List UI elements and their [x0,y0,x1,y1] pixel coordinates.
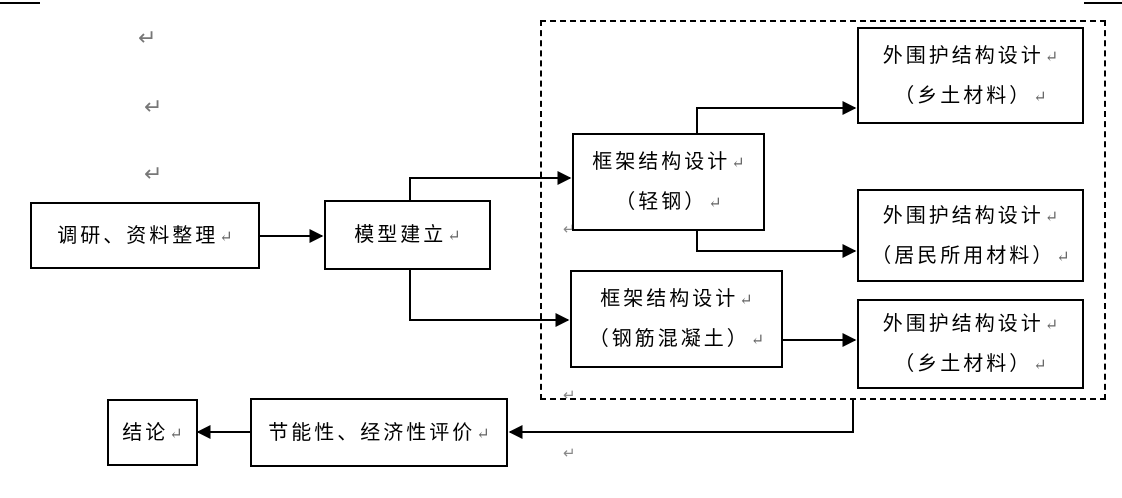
node-frame-rc: 框架结构设计↵ （钢筋混凝土）↵ [570,270,783,368]
node-envelope-mid-line1: 外围护结构设计↵ [882,202,1059,227]
node-evaluation: 节能性、经济性评价↵ [250,398,508,467]
node-conclusion-label: 结论↵ [122,419,183,444]
node-frame-light: 框架结构设计↵ （轻钢）↵ [572,133,765,231]
node-envelope-bot-line1: 外围护结构设计↵ [882,311,1059,335]
node-model-label: 模型建立↵ [354,222,461,246]
node-conclusion: 结论↵ [107,399,198,466]
node-model: 模型建立↵ [324,200,491,270]
edge-model-frame-light [409,171,572,206]
edge-model-frame-rc [409,268,570,327]
design-group-frame [540,20,1106,400]
paragraph-mark-6: ↵ [563,444,576,462]
node-frame-light-line1: 框架结构设计↵ [592,149,745,173]
node-frame-rc-line1: 框架结构设计↵ [600,286,753,310]
node-research: 调研、资料整理↵ [30,202,260,269]
node-envelope-top-line1: 外围护结构设计↵ [882,42,1059,67]
node-frame-rc-line2: （钢筋混凝土）↵ [588,326,765,350]
node-envelope-bot-line2: （乡土材料）↵ [894,351,1047,375]
node-envelope-bot: 外围护结构设计↵ （乡土材料）↵ [857,299,1084,389]
paragraph-mark-5: ↵ [563,386,576,404]
node-evaluation-label: 节能性、经济性评价↵ [268,419,490,444]
top-right-corner-mark [1084,2,1122,4]
edge-frame-light-envelope-mid [696,230,857,258]
node-frame-light-line2: （轻钢）↵ [615,189,722,213]
node-envelope-top-line2: （乡土材料）↵ [894,82,1047,107]
paragraph-mark-3: ↵ [144,162,163,187]
edge-group-evaluation [508,400,854,439]
paragraph-mark-1: ↵ [138,26,157,51]
top-left-corner-mark [0,2,40,4]
edge-frame-light-envelope-top [696,101,857,134]
node-research-label: 调研、资料整理↵ [57,222,233,247]
node-envelope-mid: 外围护结构设计↵ （居民所用材料）↵ [857,189,1084,282]
paragraph-mark-2: ↵ [144,95,163,120]
node-envelope-mid-line2: （居民所用材料）↵ [871,242,1070,267]
node-envelope-top: 外围护结构设计↵ （乡土材料）↵ [857,27,1084,124]
